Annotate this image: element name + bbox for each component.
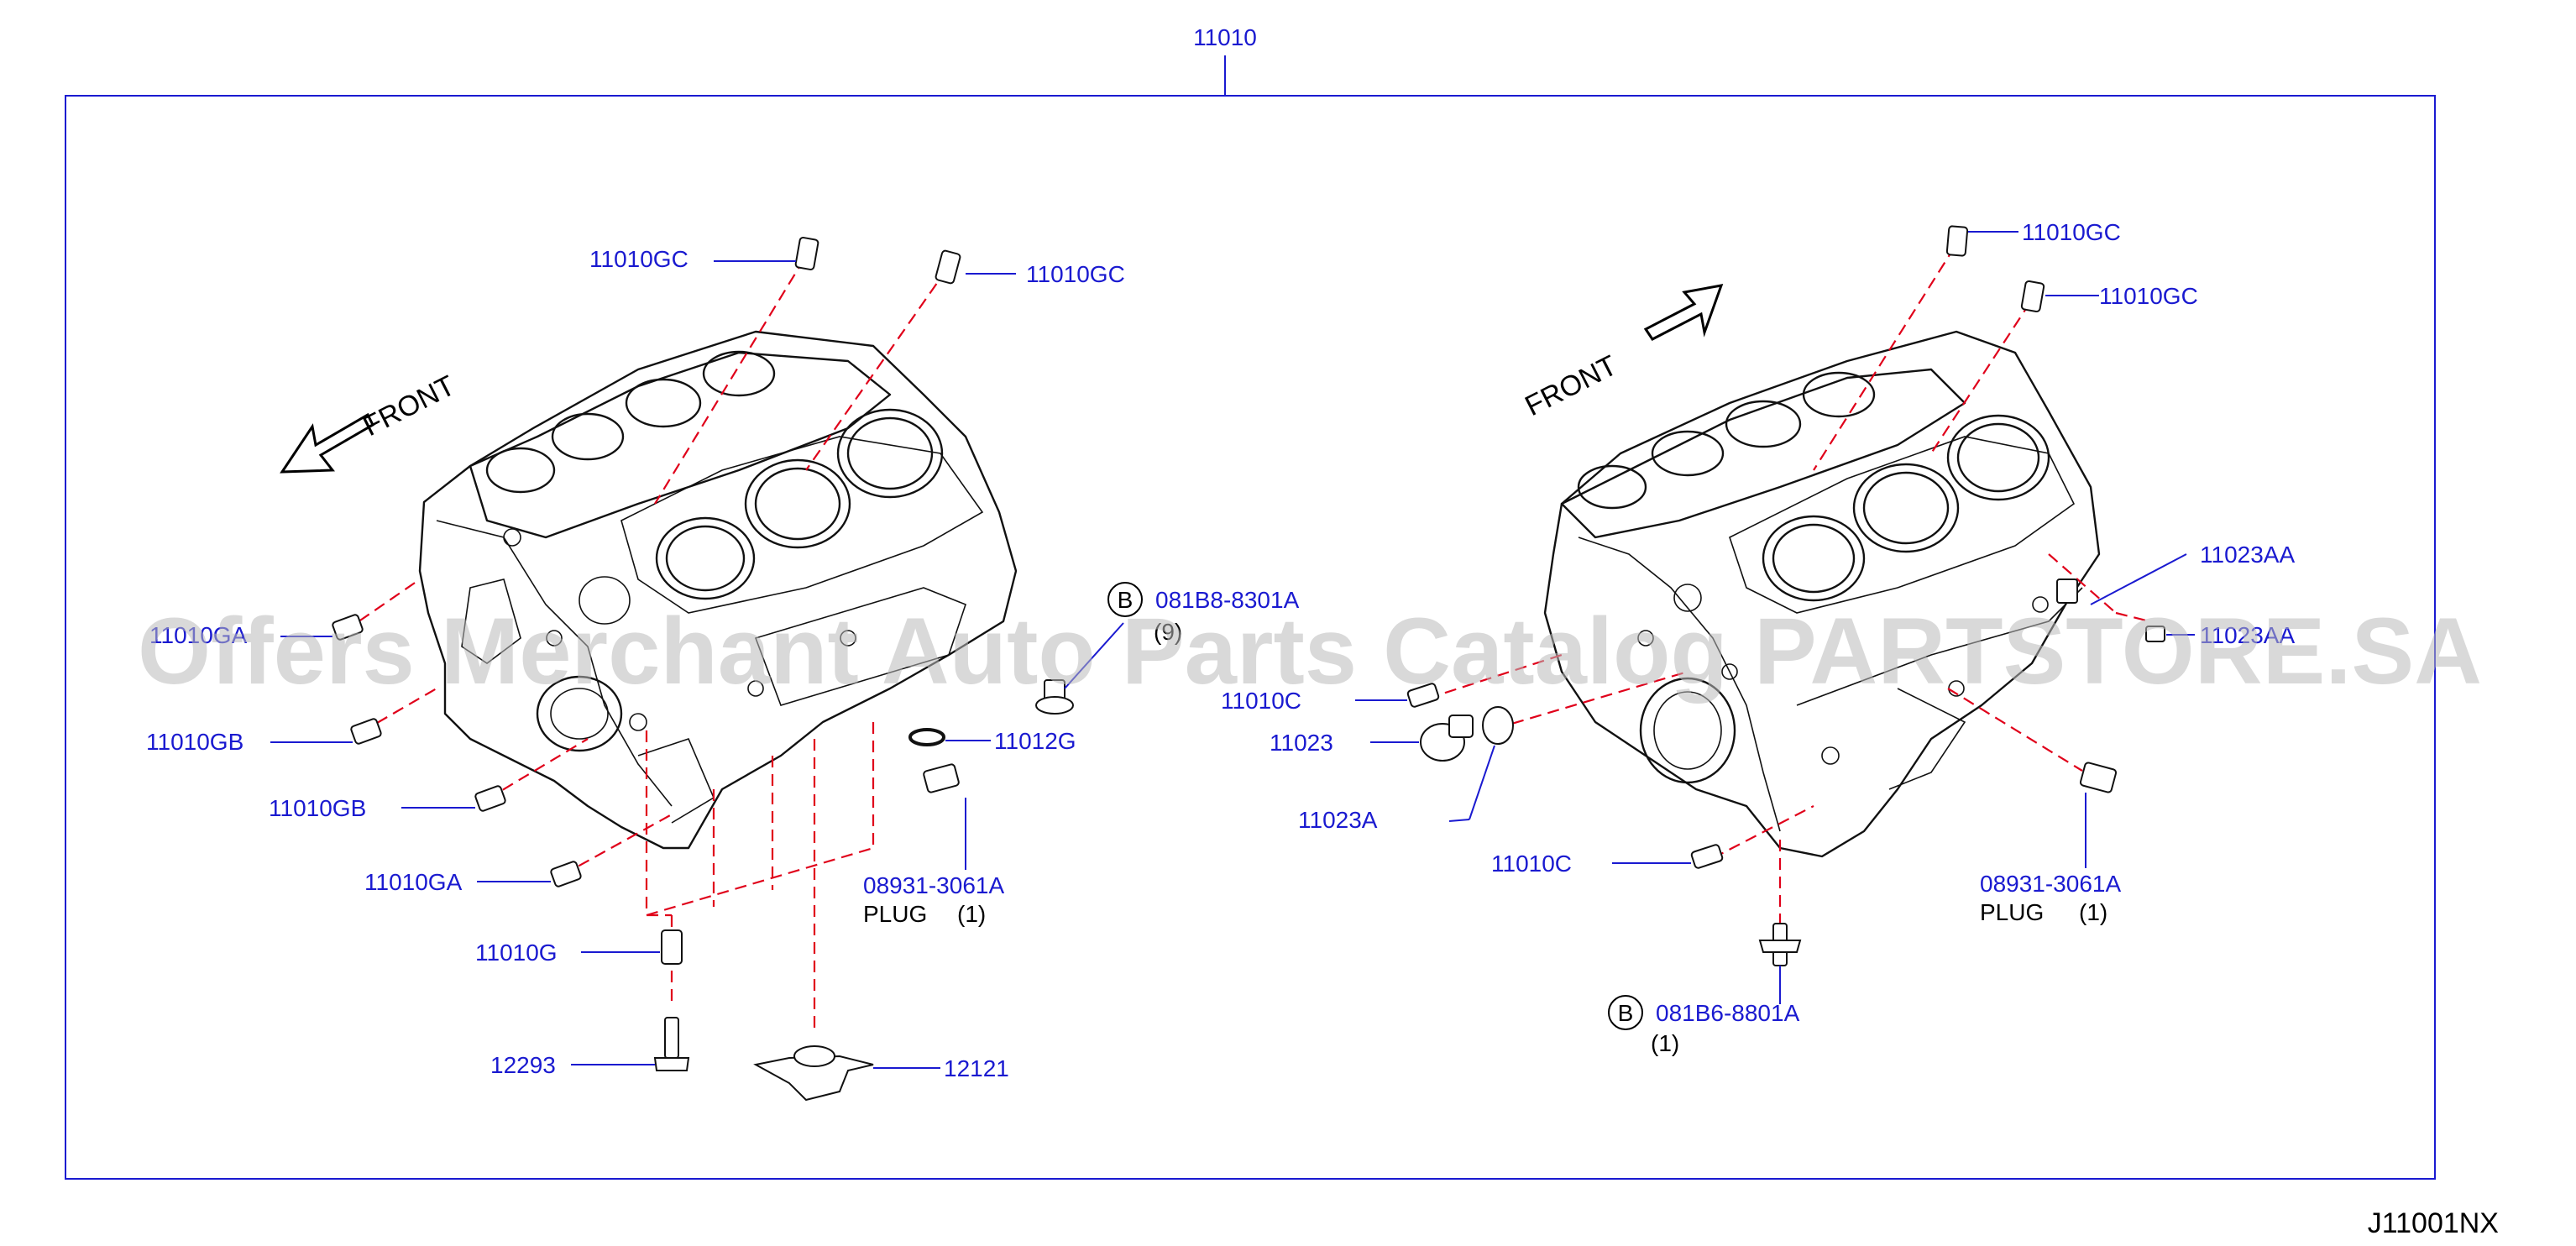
right-label-bolt-qty: (1) bbox=[1651, 1030, 1679, 1056]
left-label-11010gc-1[interactable]: 11010GC bbox=[589, 246, 689, 272]
right-label-plug-qty: (1) bbox=[2079, 899, 2107, 925]
left-label-11010g[interactable]: 11010G bbox=[475, 940, 558, 966]
left-label-11010ga-partial[interactable]: 11010GA bbox=[149, 622, 248, 648]
right-dashed-centerlines bbox=[1427, 246, 2150, 924]
left-label-12121[interactable]: 12121 bbox=[944, 1055, 1009, 1081]
left-parts bbox=[332, 236, 1074, 1102]
right-front-label: FRONT bbox=[1520, 349, 1622, 422]
right-engine-block bbox=[1543, 330, 2101, 858]
right-label-08931-3061a[interactable]: 08931-3061A bbox=[1980, 871, 2121, 897]
assembly-frame bbox=[65, 95, 2436, 1180]
right-leader-lines bbox=[1355, 231, 2195, 1004]
left-label-081b8-8301a[interactable]: 081B8-8301A bbox=[1155, 587, 1300, 613]
right-label-plug: PLUG bbox=[1980, 899, 2044, 925]
figure-code: J11001NX bbox=[2368, 1207, 2499, 1239]
left-front-arrow-icon bbox=[280, 412, 374, 474]
right-label-11010c-2[interactable]: 11010C bbox=[1491, 851, 1572, 877]
left-b-circle-icon bbox=[1107, 582, 1143, 617]
top-part-number[interactable]: 11010 bbox=[1193, 24, 1257, 50]
left-label-11010gb-1[interactable]: 11010GB bbox=[146, 729, 243, 755]
right-label-11023a[interactable]: 11023A bbox=[1298, 807, 1378, 833]
left-label-plug: PLUG bbox=[863, 901, 927, 927]
right-label-11023aa-1[interactable]: 11023AA bbox=[2200, 542, 2295, 568]
left-b-circle-letter: B bbox=[1118, 587, 1134, 613]
left-front-label: FRONT bbox=[358, 369, 460, 442]
left-label-11010gb-2[interactable]: 11010GB bbox=[269, 795, 366, 821]
left-engine-block bbox=[418, 330, 1018, 850]
right-b-circle-icon bbox=[1608, 995, 1643, 1030]
right-front-arrow-icon bbox=[1643, 284, 1724, 341]
left-label-11010gc-2[interactable]: 11010GC bbox=[1026, 261, 1125, 287]
left-leader-lines bbox=[270, 260, 1124, 1069]
left-label-plug-qty: (1) bbox=[957, 901, 986, 927]
right-b-circle-letter: B bbox=[1618, 1000, 1634, 1026]
left-label-12293[interactable]: 12293 bbox=[490, 1052, 556, 1078]
right-label-11023aa-partial[interactable]: 11023AA bbox=[2200, 622, 2295, 648]
right-label-081b6-8801a[interactable]: 081B6-8801A bbox=[1656, 1000, 1800, 1026]
left-label-11012g[interactable]: 11012G bbox=[994, 728, 1076, 754]
right-parts bbox=[1406, 225, 2165, 966]
left-label-11010ga[interactable]: 11010GA bbox=[364, 869, 463, 895]
right-label-11010gc-1[interactable]: 11010GC bbox=[2022, 219, 2121, 245]
left-label-08931-3061a[interactable]: 08931-3061A bbox=[863, 872, 1004, 898]
watermark-text: Offers Merchant Auto Parts Catalog PARTS… bbox=[138, 599, 2482, 704]
right-label-11010gc-2[interactable]: 11010GC bbox=[2099, 283, 2198, 309]
right-label-11023[interactable]: 11023 bbox=[1270, 730, 1333, 756]
left-label-bolt-qty: (9) bbox=[1154, 619, 1182, 645]
right-label-11010c-1[interactable]: 11010C bbox=[1221, 688, 1301, 714]
